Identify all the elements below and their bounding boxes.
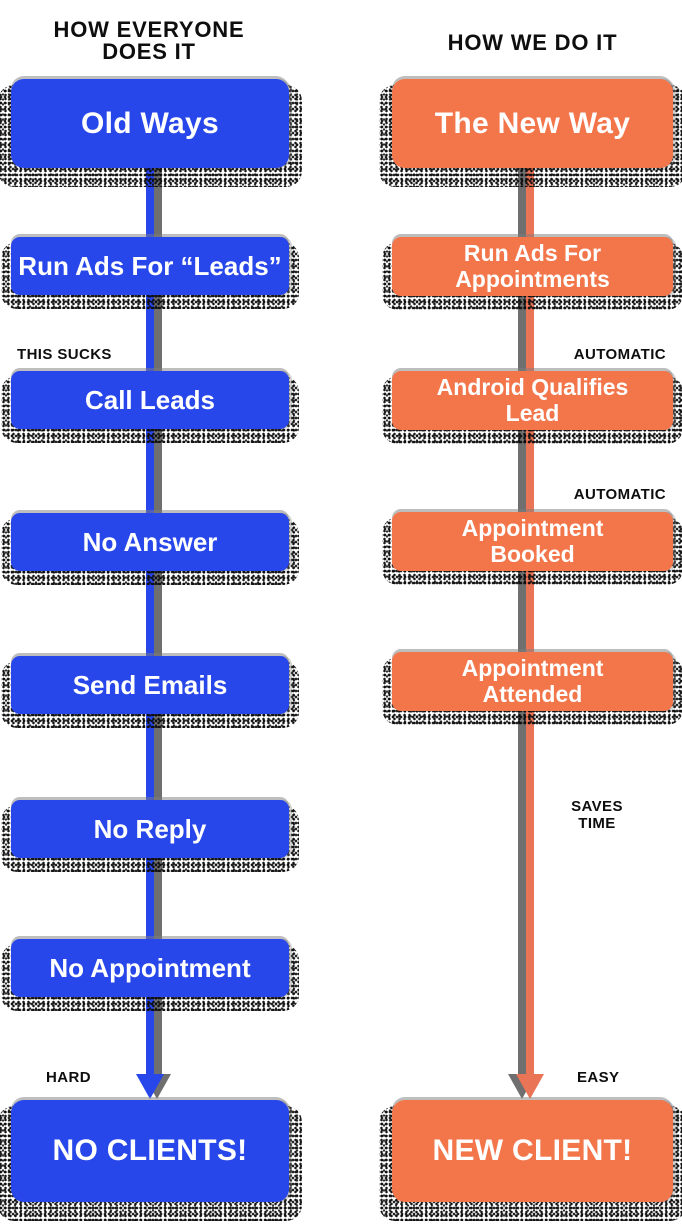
run-ads-appointments-line1: Run Ads For xyxy=(463,239,602,266)
annotation-automatic-2: AUTOMATIC xyxy=(573,486,666,503)
annotation-saves-time-line2: TIME xyxy=(578,814,616,832)
left-column-title-line2: DOES IT xyxy=(102,39,196,65)
flow-box-appointment-booked: Appointment Booked xyxy=(382,512,682,585)
left-column-title-line1: HOW EVERYONE xyxy=(53,17,245,42)
flow-box-run-ads-leads-label: Run Ads For “Leads” xyxy=(11,237,289,295)
flow-box-no-appointment-label: No Appointment xyxy=(11,939,289,997)
flow-box-old-ways: Old Ways xyxy=(0,79,302,187)
appointment-booked-line1: Appointment xyxy=(461,514,604,541)
flow-box-send-emails-label: Send Emails xyxy=(11,656,289,714)
annotation-this-sucks: THIS SUCKS xyxy=(17,346,112,363)
flow-box-run-ads-appointments-label: Run Ads For Appointments xyxy=(392,237,673,296)
right-arrowhead-icon xyxy=(516,1074,544,1099)
flow-box-no-reply: No Reply xyxy=(1,800,299,872)
flow-box-no-appointment: No Appointment xyxy=(1,939,299,1011)
flow-box-run-ads-appointments: Run Ads For Appointments xyxy=(382,237,682,310)
flow-box-appointment-attended: Appointment Attended xyxy=(382,652,682,725)
flow-box-no-answer-label: No Answer xyxy=(11,513,289,571)
flow-box-new-way-label: The New Way xyxy=(392,79,673,168)
flow-box-new-client-label: NEW CLIENT! xyxy=(392,1100,673,1202)
annotation-saves-time: SAVES TIME xyxy=(547,798,647,833)
flow-box-no-reply-label: No Reply xyxy=(11,800,289,858)
flow-box-appointment-attended-label: Appointment Attended xyxy=(392,652,673,711)
flow-box-send-emails: Send Emails xyxy=(1,656,299,728)
run-ads-appointments-line2: Appointments xyxy=(455,265,610,292)
right-column-title: HOW WE DO IT xyxy=(447,30,618,55)
annotation-saves-time-line1: SAVES xyxy=(571,798,623,815)
appointment-attended-line2: Attended xyxy=(482,680,583,707)
flow-box-old-ways-label: Old Ways xyxy=(11,79,289,168)
flow-box-no-clients-label: NO CLIENTS! xyxy=(11,1100,289,1202)
flow-box-appointment-booked-label: Appointment Booked xyxy=(392,512,673,571)
flow-box-no-answer: No Answer xyxy=(1,513,299,585)
left-connector-line xyxy=(146,168,154,1074)
flow-box-call-leads-label: Call Leads xyxy=(11,371,289,429)
flow-box-new-way: The New Way xyxy=(379,79,682,187)
annotation-easy: EASY xyxy=(577,1069,620,1086)
left-connector-shadow xyxy=(154,168,162,1074)
annotation-automatic-1: AUTOMATIC xyxy=(573,346,666,363)
appointment-booked-line2: Booked xyxy=(490,540,575,567)
flow-box-no-clients: NO CLIENTS! xyxy=(0,1100,302,1221)
right-connector-shadow xyxy=(518,168,526,1074)
appointment-attended-line1: Appointment xyxy=(461,654,604,681)
android-qualifies-line1: Android Qualifies xyxy=(436,373,629,400)
flow-box-call-leads: Call Leads xyxy=(1,371,299,443)
flow-box-new-client: NEW CLIENT! xyxy=(379,1100,682,1221)
android-qualifies-line2: Lead xyxy=(505,399,560,426)
annotation-hard: HARD xyxy=(46,1069,91,1086)
left-column-title: HOW EVERYONE DOES IT xyxy=(10,17,288,65)
left-arrowhead-icon xyxy=(136,1074,164,1099)
flow-box-android-qualifies-lead: Android Qualifies Lead xyxy=(382,371,682,444)
flow-box-android-qualifies-lead-label: Android Qualifies Lead xyxy=(392,371,673,430)
flow-box-run-ads-leads: Run Ads For “Leads” xyxy=(1,237,299,309)
right-connector-line xyxy=(526,168,534,1074)
